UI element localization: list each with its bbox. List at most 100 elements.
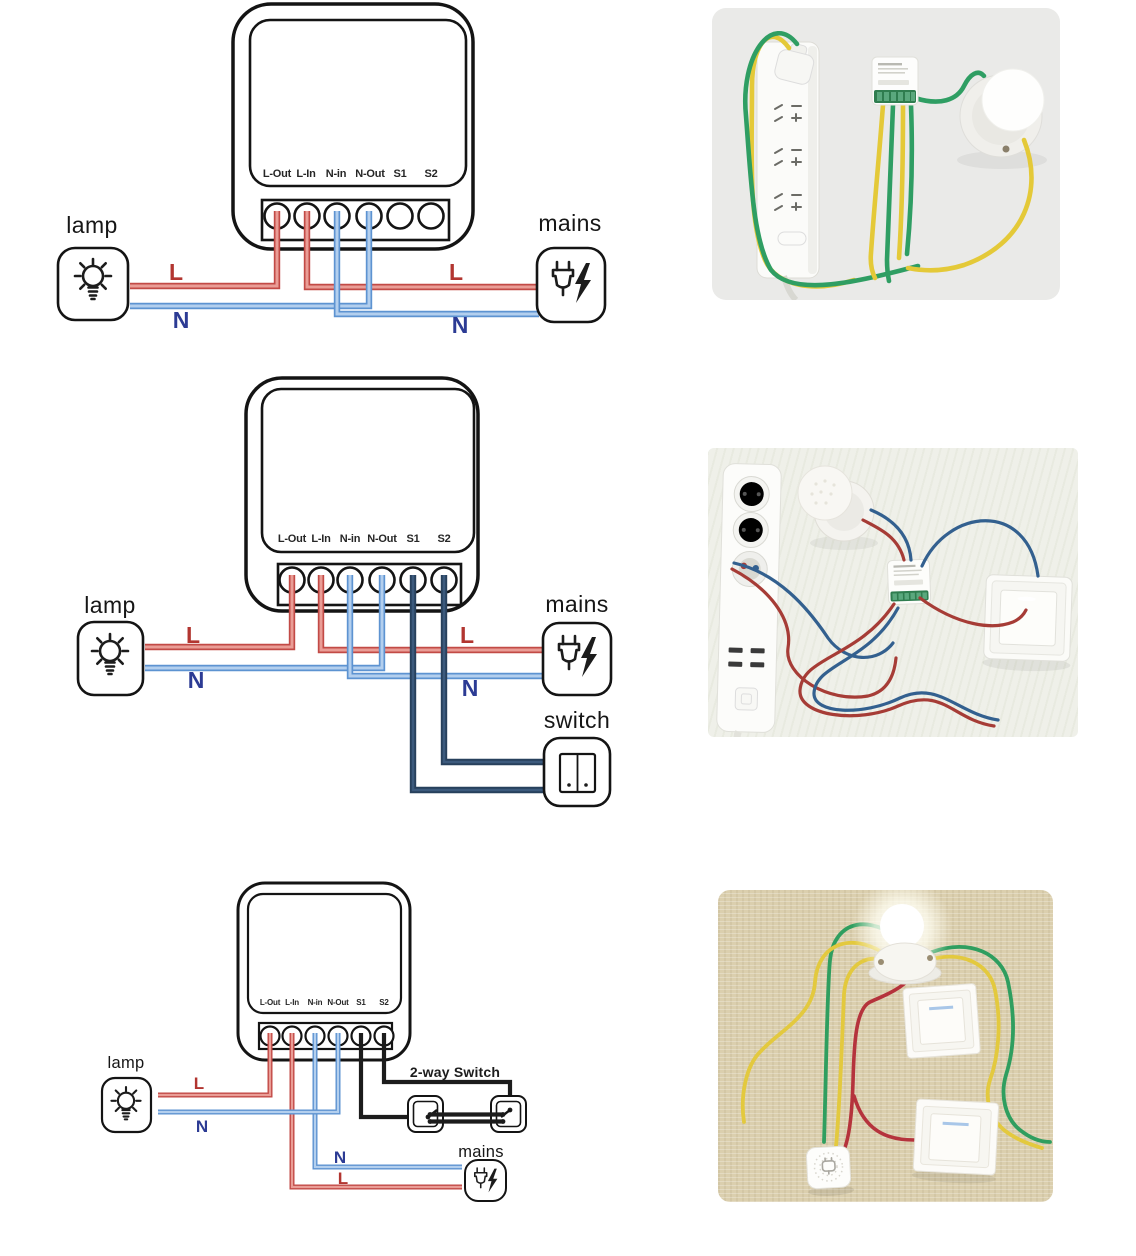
terminal-label: S1 <box>356 998 366 1007</box>
terminal-label: S1 <box>393 168 406 180</box>
photo-smart-module <box>886 558 932 606</box>
wire-lamp-neutral <box>145 575 384 670</box>
photo-wiring-demo-two-way <box>718 890 1053 1202</box>
module-face <box>246 892 403 1015</box>
module-face <box>260 387 476 554</box>
traveler-wires <box>427 1112 506 1124</box>
photo-schuko-socket <box>732 512 769 549</box>
photo-usb-ports <box>728 647 765 668</box>
wire-lamp-live <box>158 1033 272 1097</box>
photo-bulb <box>797 465 853 521</box>
wiring-diagram-with-switch: L-Out L-In N-in N-Out S1 S2 <box>76 376 613 808</box>
terminal-label: S2 <box>379 998 389 1007</box>
wire-s2 <box>442 575 543 764</box>
wire-lamp-live <box>130 211 279 288</box>
terminal-label: N-in <box>308 998 323 1007</box>
photo-socket-holes <box>774 104 802 211</box>
photo-wiring-demo-basic <box>712 8 1060 300</box>
wire-lamp-live <box>145 575 294 649</box>
wire-s1 <box>358 1033 428 1120</box>
photo-wires <box>742 30 987 289</box>
wire-label-l: L <box>186 622 200 648</box>
wire-s1 <box>411 575 543 792</box>
photo-bulb-assembly <box>852 890 952 985</box>
photo-wall-switch-lower <box>911 1098 1000 1184</box>
photo-power-strip <box>756 41 820 300</box>
photo-smart-module <box>805 1145 855 1196</box>
wire-mains-neutral <box>335 211 539 316</box>
wire-label-n: N <box>334 1148 346 1167</box>
photo-smart-module <box>871 56 919 106</box>
wires <box>145 575 543 794</box>
photo-wires <box>730 508 1040 728</box>
smart-switch-module: L-Out L-In N-in N-Out S1 S2 <box>231 2 475 251</box>
terminal-label: L-Out <box>278 533 307 545</box>
photo-wall-switch <box>982 574 1073 672</box>
wire-label-l: L <box>460 622 474 648</box>
photo-bulb <box>981 68 1045 132</box>
wire-label-l: L <box>169 259 183 285</box>
wire-label-l: L <box>194 1074 204 1093</box>
wire-mains-neutral <box>348 575 543 678</box>
wire-mains-neutral <box>313 1033 462 1169</box>
mains-label: mains <box>458 1143 504 1161</box>
photo-rocker <box>928 1113 982 1163</box>
photo-bulb-assembly <box>905 68 1047 273</box>
photo-indicator <box>929 1005 954 1011</box>
photo-wiring-demo-switch <box>708 448 1078 737</box>
mains-icon <box>541 621 613 697</box>
wire-lamp-neutral <box>130 211 371 308</box>
terminal-label: N-Out <box>367 533 397 545</box>
smart-switch-module: L-Out L-In N-in N-Out S1 S2 <box>244 376 480 613</box>
terminal-label: S1 <box>406 533 419 545</box>
photo-bulb <box>880 904 924 948</box>
wire-label-n: N <box>196 1117 208 1136</box>
wiring-diagram-no-switch: L-Out L-In N-in N-Out S1 S2 <box>56 2 607 338</box>
wire-mains-live <box>305 211 539 289</box>
wire-label-n: N <box>188 667 205 693</box>
lamp-icon <box>76 620 145 697</box>
wire-label-l: L <box>449 259 463 285</box>
photo-indicator <box>942 1121 969 1127</box>
switch-label: switch <box>544 707 610 733</box>
photo-cord <box>733 730 764 737</box>
lamp-label: lamp <box>108 1054 145 1072</box>
terminal-label: N-in <box>340 533 361 545</box>
photo-rocker <box>998 589 1058 647</box>
mains-icon <box>535 246 607 324</box>
terminal-label: N-in <box>326 168 347 180</box>
wire-mains-live <box>290 1033 462 1189</box>
wire-mains-live <box>319 575 543 652</box>
mains-icon <box>464 1159 507 1202</box>
wire-label-n: N <box>462 675 479 701</box>
photo-strip-button <box>734 687 759 711</box>
terminal-label: L-In <box>296 168 316 180</box>
photo-lamp-holder <box>873 942 937 982</box>
terminal-label: S2 <box>437 533 450 545</box>
photo-strip-slot <box>777 231 807 246</box>
terminal-label: N-Out <box>355 168 385 180</box>
wiring-diagram-two-way: L-Out L-In N-in N-Out S1 S2 <box>100 881 527 1202</box>
smart-switch-module: L-Out L-In N-in N-Out S1 S2 <box>236 881 412 1062</box>
photo-wall-switch-upper <box>902 983 981 1059</box>
photo-power-strip <box>716 463 782 737</box>
terminal-label: L-In <box>285 998 299 1007</box>
switch-icon <box>542 736 612 808</box>
lamp-icon <box>100 1076 153 1134</box>
wires <box>130 211 539 318</box>
lamp-label: lamp <box>66 212 117 238</box>
terminal-label: L-Out <box>260 998 281 1007</box>
module-face <box>248 18 468 188</box>
terminal-label: N-Out <box>327 998 349 1007</box>
two-way-switch-label: 2-way Switch <box>410 1064 500 1080</box>
photo-schuko-socket <box>733 476 770 513</box>
wire-label-l: L <box>338 1169 348 1188</box>
terminal-label: L-Out <box>263 168 292 180</box>
wire-lamp-neutral <box>158 1033 340 1114</box>
photo-plug <box>774 43 815 85</box>
wires <box>158 1033 513 1190</box>
terminal-label: L-In <box>311 533 331 545</box>
wire-label-n: N <box>173 307 190 333</box>
photo-bulb-assembly <box>797 465 878 550</box>
